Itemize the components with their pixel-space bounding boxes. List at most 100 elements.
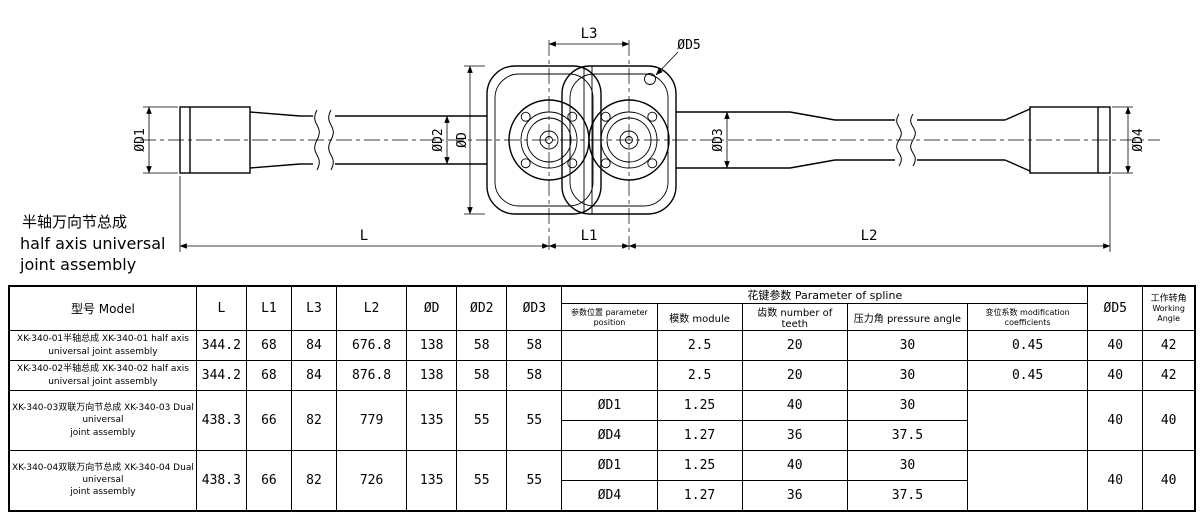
table-row: XK-340-02半轴总成 XK-340-02 half axis univer…	[8, 360, 1196, 391]
header-model: 型号 Model	[8, 285, 197, 331]
d-value: 135	[406, 390, 458, 451]
header-d: ØD	[406, 285, 458, 331]
mod-coeff-value: 0.45	[967, 360, 1089, 391]
table-subrow: ØD4 1.27 36 37.5	[9, 420, 1195, 451]
d3-value: 58	[506, 330, 563, 361]
drawing-title-en1: half axis universal	[20, 234, 165, 253]
l3-value: 84	[290, 330, 338, 361]
module-value: 2.5	[656, 330, 743, 361]
pressure-angle-value: 30	[846, 450, 969, 481]
l1-value: 66	[245, 390, 292, 451]
header-d3: ØD3	[506, 285, 563, 331]
l-value: 438.3	[195, 390, 247, 451]
header-l2: L2	[336, 285, 408, 331]
param-position-value	[561, 330, 658, 361]
dim-label-d5: ØD5	[677, 38, 700, 53]
d5-value: 40	[1087, 390, 1144, 451]
d5-value: 40	[1087, 330, 1144, 361]
working-angle-value: 42	[1142, 360, 1196, 391]
d3-value: 55	[506, 390, 563, 451]
drawing-title: 半轴万向节总成 half axis universal joint assemb…	[19, 213, 165, 274]
header-working-angle: 工作转角 Working Angle	[1142, 285, 1196, 331]
d5-value: 40	[1087, 450, 1144, 511]
l1-value: 68	[245, 330, 292, 361]
model-cell: XK-340-03双联万向节总成 XK-340-03 Dual universa…	[8, 390, 197, 451]
working-angle-value: 40	[1142, 450, 1196, 511]
centerlines	[140, 40, 1160, 250]
model-line1: XK-340-03双联万向节总成 XK-340-03 Dual universa…	[11, 403, 194, 426]
mod-coeff-value	[967, 390, 1089, 451]
model-cell: XK-340-04双联万向节总成 XK-340-04 Dual universa…	[8, 450, 197, 511]
technical-drawing: ØD1 ØD2 ØD ØD3 ØD4	[19, 26, 1160, 274]
header-pressure-angle: 压力角 pressure angle	[846, 303, 969, 331]
model-cell: XK-340-02半轴总成 XK-340-02 half axis univer…	[8, 360, 197, 391]
teeth-value: 40	[741, 390, 848, 421]
model-line2: joint assembly	[70, 427, 136, 438]
dim-label-d1: ØD1	[133, 128, 148, 151]
param-position-value: ØD1	[561, 390, 658, 421]
l3-value: 82	[290, 390, 338, 451]
header-module: 模数 module	[656, 303, 743, 331]
d2-value: 55	[456, 390, 508, 451]
dim-label-d3: ØD3	[711, 128, 726, 151]
l1-value: 68	[245, 360, 292, 391]
pressure-angle-value: 37.5	[846, 420, 969, 451]
l2-value: 876.8	[336, 360, 408, 391]
d3-value: 58	[506, 360, 563, 391]
universal-joint-housing	[486, 65, 677, 215]
dim-label-l3: L3	[581, 26, 598, 42]
model-line2: universal joint assembly	[48, 376, 158, 387]
d5-value: 40	[1087, 360, 1144, 391]
assembly-drawing-svg: ØD1 ØD2 ØD ØD3 ØD4	[19, 26, 1160, 274]
d2-value: 58	[456, 360, 508, 391]
table-row: XK-340-01半轴总成 XK-340-01 half axis univer…	[8, 330, 1196, 361]
module-value: 2.5	[656, 360, 743, 391]
header-working-angle-cn: 工作转角	[1150, 293, 1187, 304]
pressure-angle-value: 30	[846, 390, 969, 421]
dim-label-d: ØD	[455, 132, 470, 148]
model-line1: XK-340-04双联万向节总成 XK-340-04 Dual universa…	[11, 463, 194, 486]
working-angle-value: 40	[1142, 390, 1196, 451]
model-cell: XK-340-01半轴总成 XK-340-01 half axis univer…	[8, 330, 197, 361]
header-mod-coeff: 变位系数 modification coefficients	[967, 303, 1089, 331]
model-line1: XK-340-01半轴总成 XK-340-01 half axis	[16, 334, 189, 345]
header-l1: L1	[245, 285, 292, 331]
dim-label-d2: ØD2	[431, 128, 446, 151]
teeth-value: 36	[741, 420, 848, 451]
header-l3: L3	[290, 285, 338, 331]
l1-value: 66	[245, 450, 292, 511]
l2-value: 779	[336, 390, 408, 451]
dim-label-d4: ØD4	[1131, 128, 1146, 152]
dim-label-l2: L2	[861, 228, 878, 244]
module-value: 1.25	[656, 390, 743, 421]
dimensions: ØD1 ØD2 ØD ØD3 ØD4	[133, 26, 1146, 252]
l3-value: 82	[290, 450, 338, 511]
model-line1: XK-340-02半轴总成 XK-340-02 half axis	[16, 364, 189, 375]
d2-value: 58	[456, 330, 508, 361]
header-l: L	[195, 285, 247, 331]
drawing-title-cn: 半轴万向节总成	[22, 213, 127, 231]
model-line2: universal joint assembly	[48, 346, 158, 357]
dim-label-l1: L1	[581, 228, 598, 244]
pressure-angle-value: 30	[846, 330, 969, 361]
param-position-value: ØD4	[561, 420, 658, 451]
pressure-angle-value: 37.5	[846, 480, 969, 511]
teeth-value: 20	[741, 330, 848, 361]
drawing-title-en2: joint assembly	[19, 255, 136, 274]
l-value: 438.3	[195, 450, 247, 511]
header-teeth: 齿数 number of teeth	[741, 303, 848, 331]
header-spline-group: 花键参数 Parameter of spline	[561, 285, 1089, 304]
d-value: 138	[406, 360, 458, 391]
header-param-position: 参数位置 parameter position	[561, 303, 658, 331]
l3-value: 84	[290, 360, 338, 391]
module-value: 1.27	[656, 420, 743, 451]
module-value: 1.27	[656, 480, 743, 511]
teeth-value: 40	[741, 450, 848, 481]
header-d2: ØD2	[456, 285, 508, 331]
table-row: XK-340-03双联万向节总成 XK-340-03 Dual universa…	[8, 390, 1196, 451]
l2-value: 676.8	[336, 330, 408, 361]
param-position-value: ØD1	[561, 450, 658, 481]
table-row: XK-340-04双联万向节总成 XK-340-04 Dual universa…	[8, 450, 1196, 511]
pressure-angle-value: 30	[846, 360, 969, 391]
